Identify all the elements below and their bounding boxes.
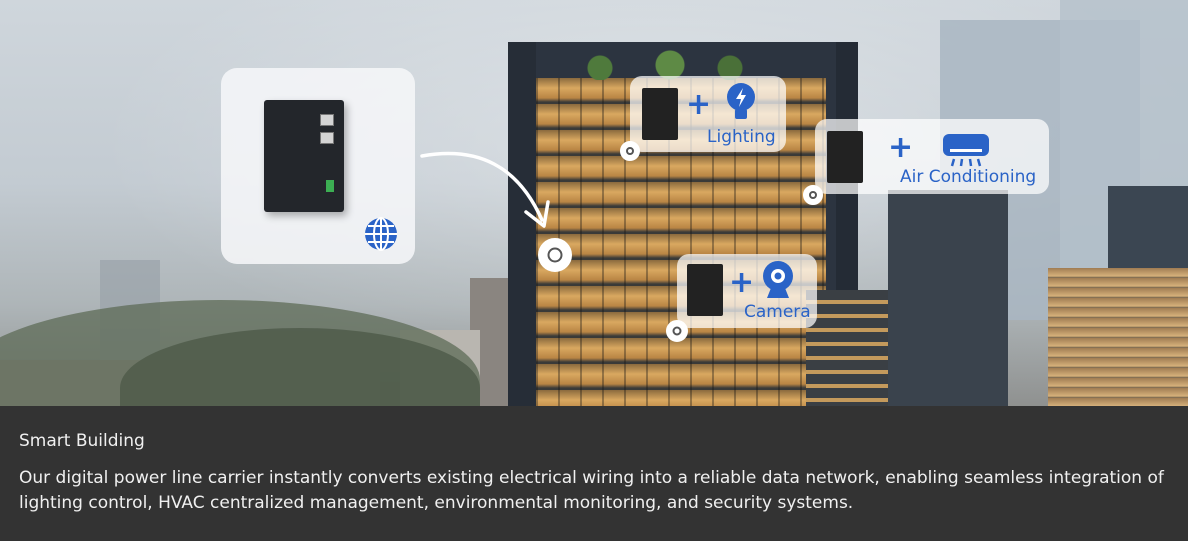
side-building [806,290,888,406]
camera-card: + Camera [677,254,817,328]
tower-column [508,42,536,406]
caption-panel [0,406,1188,541]
plus-sign: + [888,130,914,165]
plus-sign: + [686,87,712,122]
caption-description: Our digital power line carrier instantly… [19,468,1164,513]
ethernet-port [320,132,334,144]
lighting-label: Lighting [707,127,776,147]
webcam-icon [763,261,793,298]
plus-sign: + [729,265,755,300]
connection-node [620,141,640,161]
background-building [888,190,1008,406]
lighting-card: + Lighting [630,76,786,152]
power-line-device-card [221,68,415,264]
mini-adapter [827,131,863,183]
lightbulb-icon [727,83,755,119]
connection-node [803,185,823,205]
mini-adapter [642,88,678,140]
rooftop-garden [560,50,760,80]
camera-label: Camera [744,302,811,322]
power-line-adapter [264,100,344,212]
hero-image [0,0,1188,406]
air-conditioning-card: + Air Conditioning [815,119,1049,194]
air-conditioning-label: Air Conditioning [900,167,1037,187]
background-building [1048,268,1188,406]
caption-title: Smart Building [19,431,145,451]
air-conditioner-icon [943,134,989,167]
connection-node [666,320,688,342]
mini-adapter [687,264,723,316]
terminal-block [326,180,334,192]
globe-icon [365,217,397,251]
ethernet-port [320,114,334,126]
main-connection-node [538,238,572,272]
connection-arrow [420,151,550,228]
